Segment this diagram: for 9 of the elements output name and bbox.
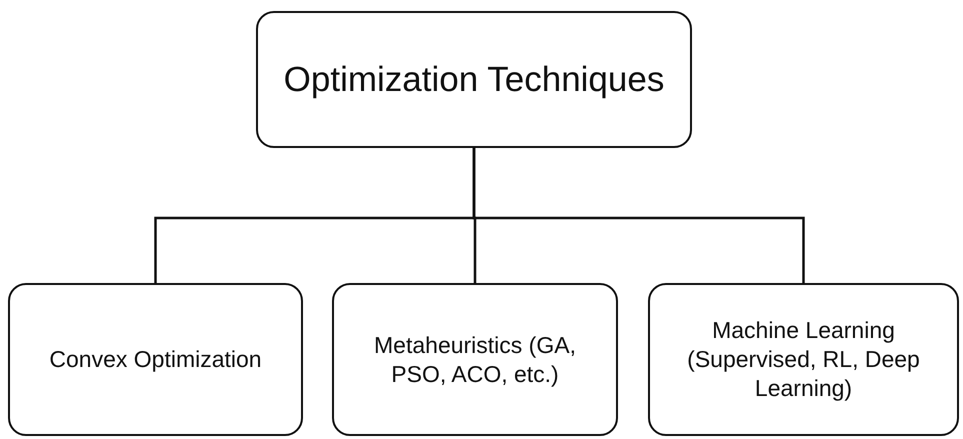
box-label: Machine Learning (Supervised, RL, Deep Learning) bbox=[686, 316, 921, 403]
category-box bbox=[648, 283, 959, 436]
connector-line bbox=[472, 148, 805, 283]
box-label: Convex Optimization bbox=[49, 345, 262, 374]
box-label: Metaheuristics (GA, PSO, ACO, etc.) bbox=[373, 330, 577, 388]
box-label: Optimization Techniques bbox=[284, 58, 664, 101]
category-box bbox=[8, 283, 303, 436]
category-box bbox=[332, 283, 618, 436]
root-box bbox=[256, 11, 692, 148]
